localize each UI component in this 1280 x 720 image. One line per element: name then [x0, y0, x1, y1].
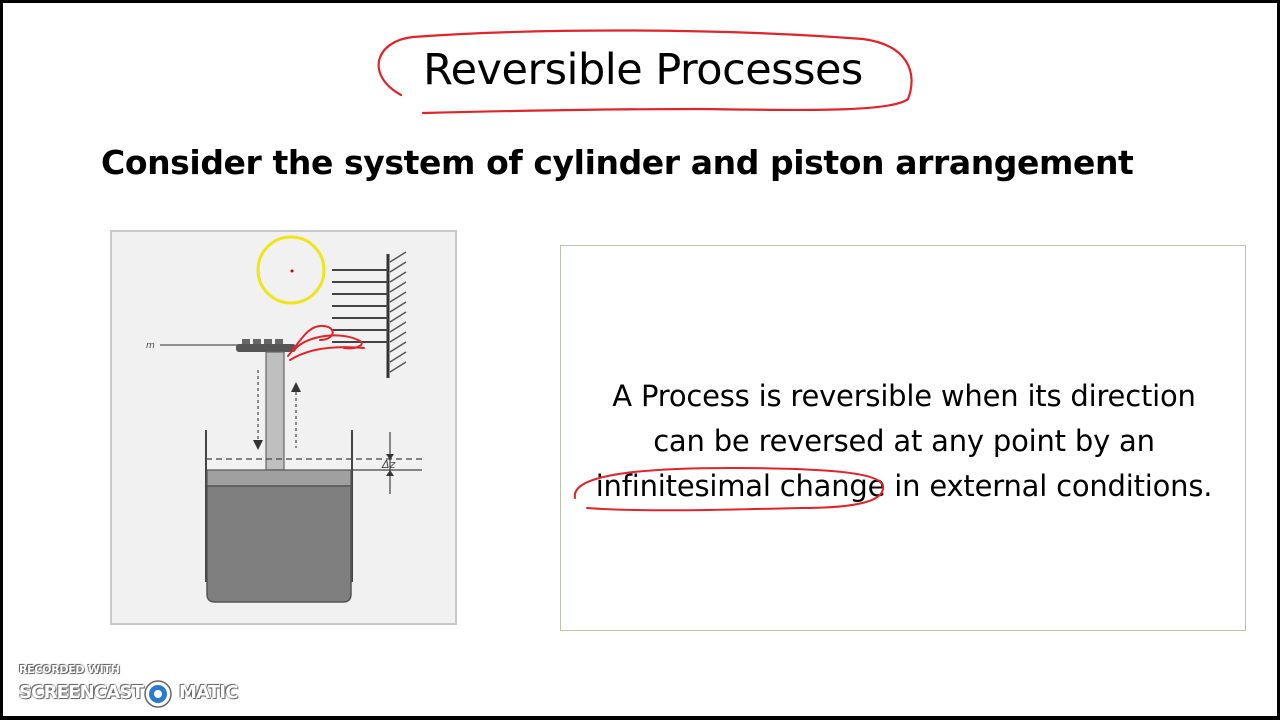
weight-pan: [236, 344, 296, 352]
definition-line-1: A Process is reversible when its directi…: [612, 379, 1196, 413]
definition-line-2: can be reversed at any point by an: [653, 424, 1155, 458]
annotation-scribble: [287, 324, 365, 361]
weight-shelves: [332, 269, 388, 343]
delta-z-label: Δz: [381, 458, 396, 471]
piston-cylinder-figure: m: [110, 230, 457, 625]
piston-cylinder-diagram: m: [146, 235, 422, 603]
delta-arrow-bottom: [386, 470, 394, 476]
highlighted-phrase: infinitesimal change: [595, 469, 886, 503]
definition-line-3-rest: in external conditions.: [885, 469, 1213, 503]
piston-rod: [265, 351, 285, 471]
piston-head: [206, 469, 352, 487]
gas-region: [206, 485, 352, 603]
mass-label: m: [146, 341, 155, 351]
delta-arrow-top: [386, 454, 394, 460]
cursor-dot: [290, 269, 294, 273]
definition-line-3: infinitesimal change in external conditi…: [561, 464, 1247, 509]
screencast-o-matic-logo-icon: [144, 680, 172, 708]
watermark-brand-right: MATIC: [179, 682, 238, 703]
wall-hatching: [389, 251, 407, 373]
definition-text: A Process is reversible when its directi…: [561, 374, 1247, 509]
recording-watermark: RECORDED WITH SCREENCAST MATIC: [19, 663, 249, 713]
slide-canvas: Reversible Processes Consider the system…: [3, 3, 1277, 716]
small-weights: [242, 339, 283, 344]
slide-title: Reversible Processes: [423, 45, 863, 95]
watermark-brand-left: SCREENCAST: [19, 682, 144, 703]
cursor-highlight-icon: [256, 235, 326, 305]
definition-textbox: A Process is reversible when its directi…: [560, 245, 1246, 631]
arrow-up-head: [291, 382, 301, 392]
arrow-down-head: [253, 440, 263, 450]
watermark-recorded-with: RECORDED WITH: [19, 663, 120, 676]
slide-subtitle: Consider the system of cylinder and pist…: [101, 143, 1134, 182]
